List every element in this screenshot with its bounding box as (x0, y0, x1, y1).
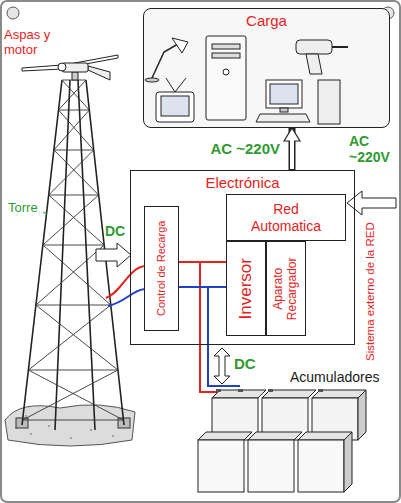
battery (298, 440, 344, 492)
connector-label: AC ~220V (210, 140, 280, 157)
charge-controller-box: Control de Recarga (144, 206, 179, 331)
ground-texture (15, 416, 122, 438)
drive-bay (212, 53, 240, 58)
battery (248, 440, 294, 492)
leader-line (43, 212, 47, 214)
monitor-stand (280, 108, 288, 112)
label-anchor: DC (234, 355, 256, 372)
grid-switch-box: Red Automatica (226, 194, 346, 241)
pc-tower (318, 80, 340, 124)
battery-side (358, 390, 366, 440)
drill-body (296, 40, 332, 54)
battery-side (344, 432, 352, 492)
signal-label: DC (234, 355, 256, 372)
rotor-hub (58, 63, 66, 71)
box-heading: Electrónica (205, 174, 279, 191)
battery-top (212, 390, 266, 398)
label-anchor: AC ~220V (349, 133, 397, 165)
load-panel-fill (143, 8, 390, 128)
label-anchor: AC ~220V (210, 140, 280, 157)
battery-top (262, 390, 316, 398)
dc-arrow (96, 243, 131, 267)
inverter-box: Inversor (226, 241, 266, 336)
part-label: Torre (8, 201, 38, 216)
monitor (266, 80, 302, 108)
corner-mark (7, 7, 19, 19)
dc-double-arrow (214, 348, 230, 384)
battery-top (298, 432, 352, 440)
power-button (223, 69, 229, 75)
computer-tower (206, 36, 246, 120)
part-label: Acumuladores (290, 369, 380, 385)
system-label: Sistema externo de la RED (363, 223, 376, 362)
drill-handle (306, 54, 322, 74)
keyboard (256, 114, 310, 122)
box-heading: Carga (246, 12, 287, 29)
lamp-shade (172, 38, 188, 53)
battery (198, 440, 244, 492)
lamp-arm (152, 44, 178, 78)
part-label: Aspas y motor (4, 28, 82, 58)
label-anchor: DC (105, 223, 125, 239)
drill-bit (332, 46, 348, 48)
electronics-box: ElectrónicaControl de Recarga Red Automat… (130, 170, 355, 345)
battery-terminal (268, 389, 273, 392)
charger-box: Aparato Recargador (266, 241, 306, 336)
load-box: Carga (143, 8, 390, 128)
signal-label: AC ~220V (349, 133, 397, 165)
battery-terminal (238, 389, 243, 392)
battery-top (312, 390, 366, 398)
box-label: Red Automatica (244, 201, 329, 233)
label-anchor: Torre (8, 201, 38, 216)
connector-outline (289, 128, 296, 170)
label-anchor: Acumuladores (290, 369, 380, 385)
monitor-screen (270, 84, 298, 104)
battery-bank (198, 389, 366, 492)
blade (22, 65, 62, 71)
box-label: Inversor (236, 258, 256, 319)
signal-label: DC (105, 223, 125, 239)
battery-top (198, 432, 252, 440)
tv-screen (161, 96, 189, 116)
label-anchor: Aspas y motor (4, 28, 82, 58)
tv-antenna (166, 78, 186, 92)
power-connector (292, 128, 293, 170)
battery-top (248, 432, 302, 440)
connector-core (290, 140, 294, 169)
tv-set (156, 92, 194, 122)
box-label: Aparato Recargador (272, 250, 300, 328)
battery-terminal (216, 389, 221, 392)
drive-bay (212, 44, 240, 49)
lamp-base (145, 78, 159, 82)
rotor-mast (72, 72, 78, 80)
box-label: Control de Recarga (155, 221, 168, 316)
battery-terminal (318, 389, 323, 392)
tail-vane (88, 66, 110, 80)
ground-base (5, 405, 135, 446)
